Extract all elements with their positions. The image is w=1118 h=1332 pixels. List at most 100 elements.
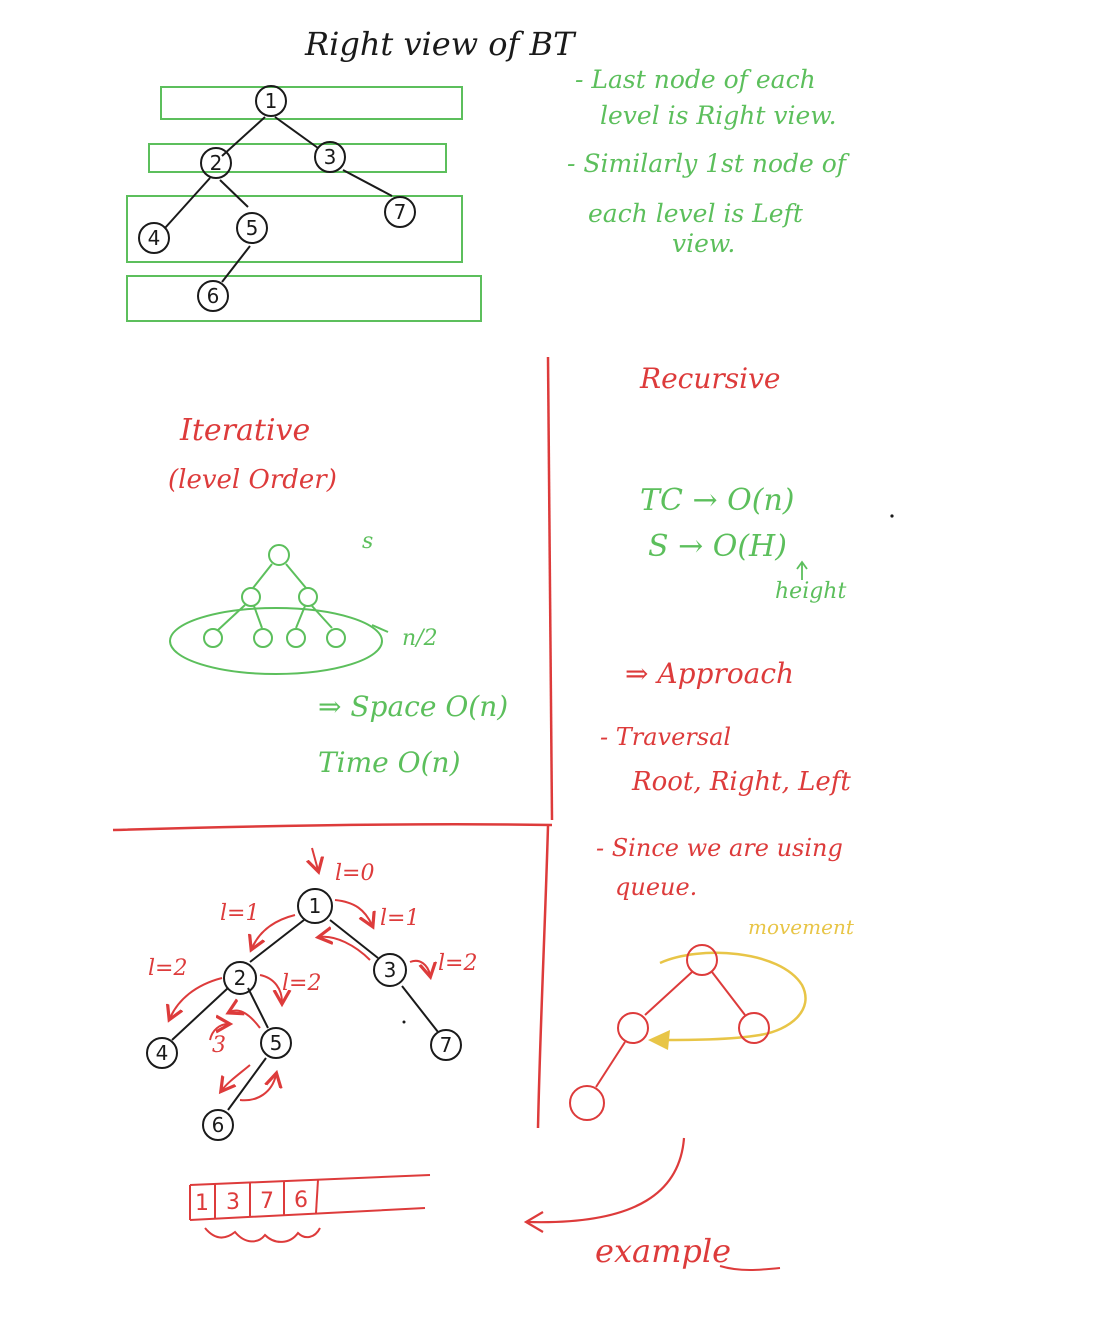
tree-edge: [164, 177, 211, 229]
approach-heading: ⇒ Approach: [625, 657, 794, 690]
example-arrow: [527, 1137, 686, 1224]
node-label: 7: [394, 200, 407, 224]
bottom-tree: [146, 888, 462, 1141]
note-line: - Similarly 1st node of: [567, 149, 850, 178]
tree-node: [297, 888, 333, 924]
tree-node: [223, 961, 257, 995]
page-title: Right view of BT: [304, 25, 577, 63]
iterative-heading: Iterative: [179, 413, 310, 448]
traversal-arrow: [209, 1024, 228, 1041]
notes: - Last node of each level is Right view.…: [567, 65, 850, 258]
tree-edge: [247, 987, 269, 1029]
tree-node: [200, 147, 232, 179]
tree-node: [255, 85, 287, 117]
tree-edge: [227, 1057, 267, 1111]
level-box-0: [160, 86, 463, 120]
tree-node: [384, 196, 416, 228]
tree-node: [202, 1109, 234, 1141]
node-label: 1: [265, 89, 278, 113]
movement-label: movement: [748, 915, 855, 939]
traversal-arrow: [409, 959, 430, 975]
array-cell: 6: [294, 1188, 308, 1213]
tree-node: [197, 280, 229, 312]
tree-edge: [274, 116, 319, 149]
tree-edge: [285, 563, 307, 589]
traversal-arrow: [230, 1011, 261, 1029]
level-label: 3: [212, 1033, 226, 1058]
time-complexity: Time O(n): [318, 746, 461, 779]
traversal-arrow: [312, 847, 318, 870]
stray-dot: [402, 1020, 406, 1024]
dividers: [112, 356, 554, 1129]
stray-dot: [890, 514, 894, 518]
traversal-arrow: [320, 937, 371, 961]
note-line: - Last node of each: [575, 65, 816, 94]
tree-node: [686, 944, 718, 976]
tree-edge: [644, 971, 693, 1016]
level-label: l=2: [282, 971, 321, 996]
traversal-arrow: [259, 974, 282, 1002]
green-tree: [169, 544, 389, 675]
example-underline: [719, 1265, 781, 1271]
bottom-tree-labels: 1 2 3 4 5 7 6: [156, 894, 453, 1137]
space-complexity: ⇒ Space O(n): [318, 690, 508, 723]
height-label: height: [775, 579, 846, 604]
tree-node: [253, 628, 273, 648]
height-arrow: [796, 560, 808, 580]
traversal-label: - Traversal: [600, 723, 731, 751]
result-values: 1 3 7 6: [195, 1188, 308, 1216]
traversal-arrow: [252, 914, 296, 948]
tree-node: [241, 587, 261, 607]
tree-edge: [249, 919, 305, 963]
node-label: 2: [210, 151, 223, 175]
level-label: l=1: [380, 906, 419, 931]
since-line-1: - Since we are using: [596, 834, 843, 862]
level-label: l=0: [335, 861, 374, 886]
traversal-order: Root, Right, Left: [631, 767, 851, 797]
array-cell: 1: [195, 1191, 209, 1216]
traversal-arrow: [170, 977, 223, 1018]
tree-node: [260, 1027, 292, 1059]
movement-loop: [659, 951, 807, 1042]
node-label: 3: [324, 145, 337, 169]
traversal-arrows: [170, 847, 430, 1102]
horizontal-divider: [112, 823, 553, 832]
iterative-subheading: (level Order): [168, 465, 337, 495]
level-box-1: [148, 143, 447, 173]
tree-node: [286, 628, 306, 648]
tree-node: [298, 587, 318, 607]
tree-node: [617, 1012, 649, 1044]
tree-edge: [221, 116, 266, 157]
vertical-divider-bottom: [536, 825, 550, 1129]
tree-edge: [342, 169, 393, 197]
traversal-arrow: [334, 899, 372, 925]
note-line: each level is Left: [588, 199, 804, 228]
result-array: [189, 1174, 431, 1243]
node-label: 1: [309, 894, 322, 918]
level-label: l=2: [148, 956, 187, 981]
node-label: 6: [212, 1113, 225, 1137]
array-outline: [189, 1174, 431, 1221]
node-label: 5: [270, 1031, 283, 1055]
example-label: example: [595, 1232, 731, 1270]
tree-edge: [252, 563, 273, 589]
vertical-divider-top: [546, 356, 554, 821]
tree-edge: [171, 987, 229, 1041]
tree-edge: [595, 1041, 626, 1088]
tree-node: [326, 628, 346, 648]
array-brace: [204, 1227, 321, 1243]
tree-node: [146, 1037, 178, 1069]
tree-node: [569, 1085, 605, 1121]
tree-edge: [401, 985, 439, 1033]
tree-node: [738, 1012, 770, 1044]
tree-node: [268, 544, 290, 566]
tree-node: [314, 141, 346, 173]
node-label: 4: [148, 226, 161, 250]
time-complexity-rec: TC → O(n): [640, 483, 795, 518]
tree-edge: [253, 605, 263, 629]
example-arrowhead: [523, 1211, 544, 1233]
movement-arrowhead: [648, 1030, 670, 1050]
s-mark: s: [362, 529, 373, 554]
movement-tree: [569, 944, 807, 1121]
